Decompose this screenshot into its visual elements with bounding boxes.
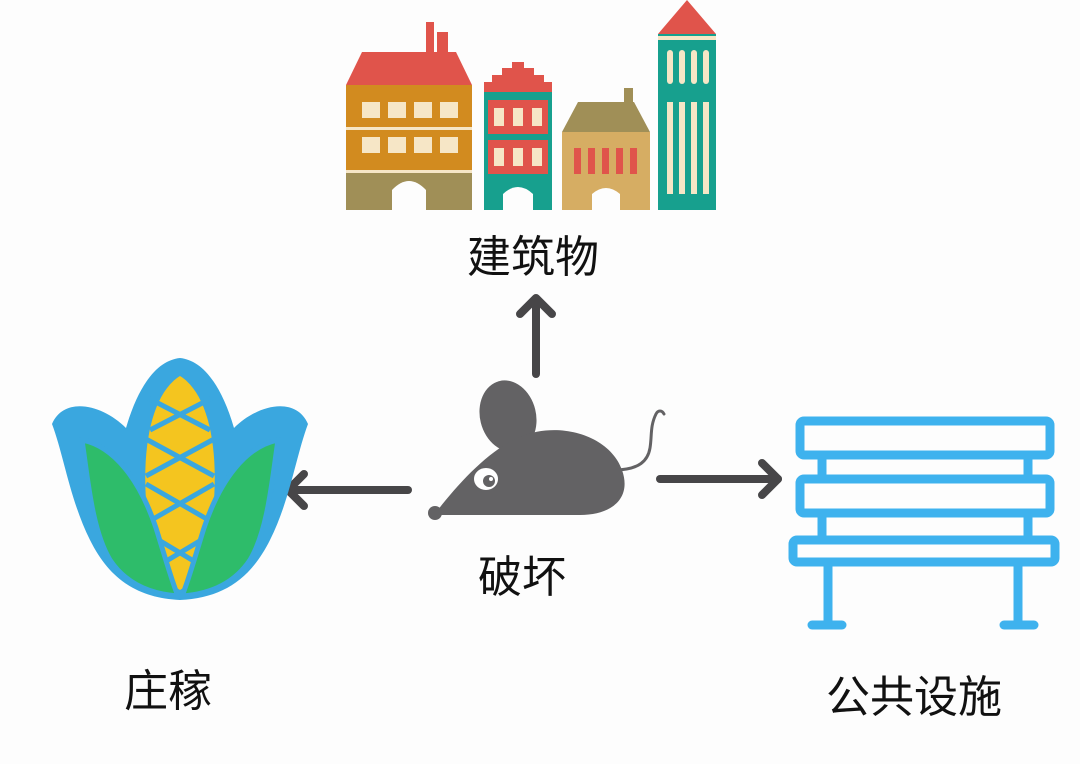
label-buildings: 建筑物: [467, 232, 599, 283]
building-tan: [562, 88, 650, 210]
arrow-up: [516, 294, 556, 378]
label-public-facilities: 公共设施: [826, 672, 1002, 723]
building-teal-small: [484, 62, 552, 210]
buildings-icon: [346, 0, 716, 210]
bench-icon: [788, 416, 1060, 630]
corn-icon: [52, 358, 308, 600]
arrow-left: [284, 470, 412, 510]
mouse-icon: [428, 380, 666, 520]
label-crops: 庄稼: [124, 666, 212, 717]
label-damage: 破坏: [478, 552, 566, 603]
building-tower: [658, 0, 716, 210]
arrow-right: [656, 459, 782, 499]
building-orange: [346, 22, 472, 210]
